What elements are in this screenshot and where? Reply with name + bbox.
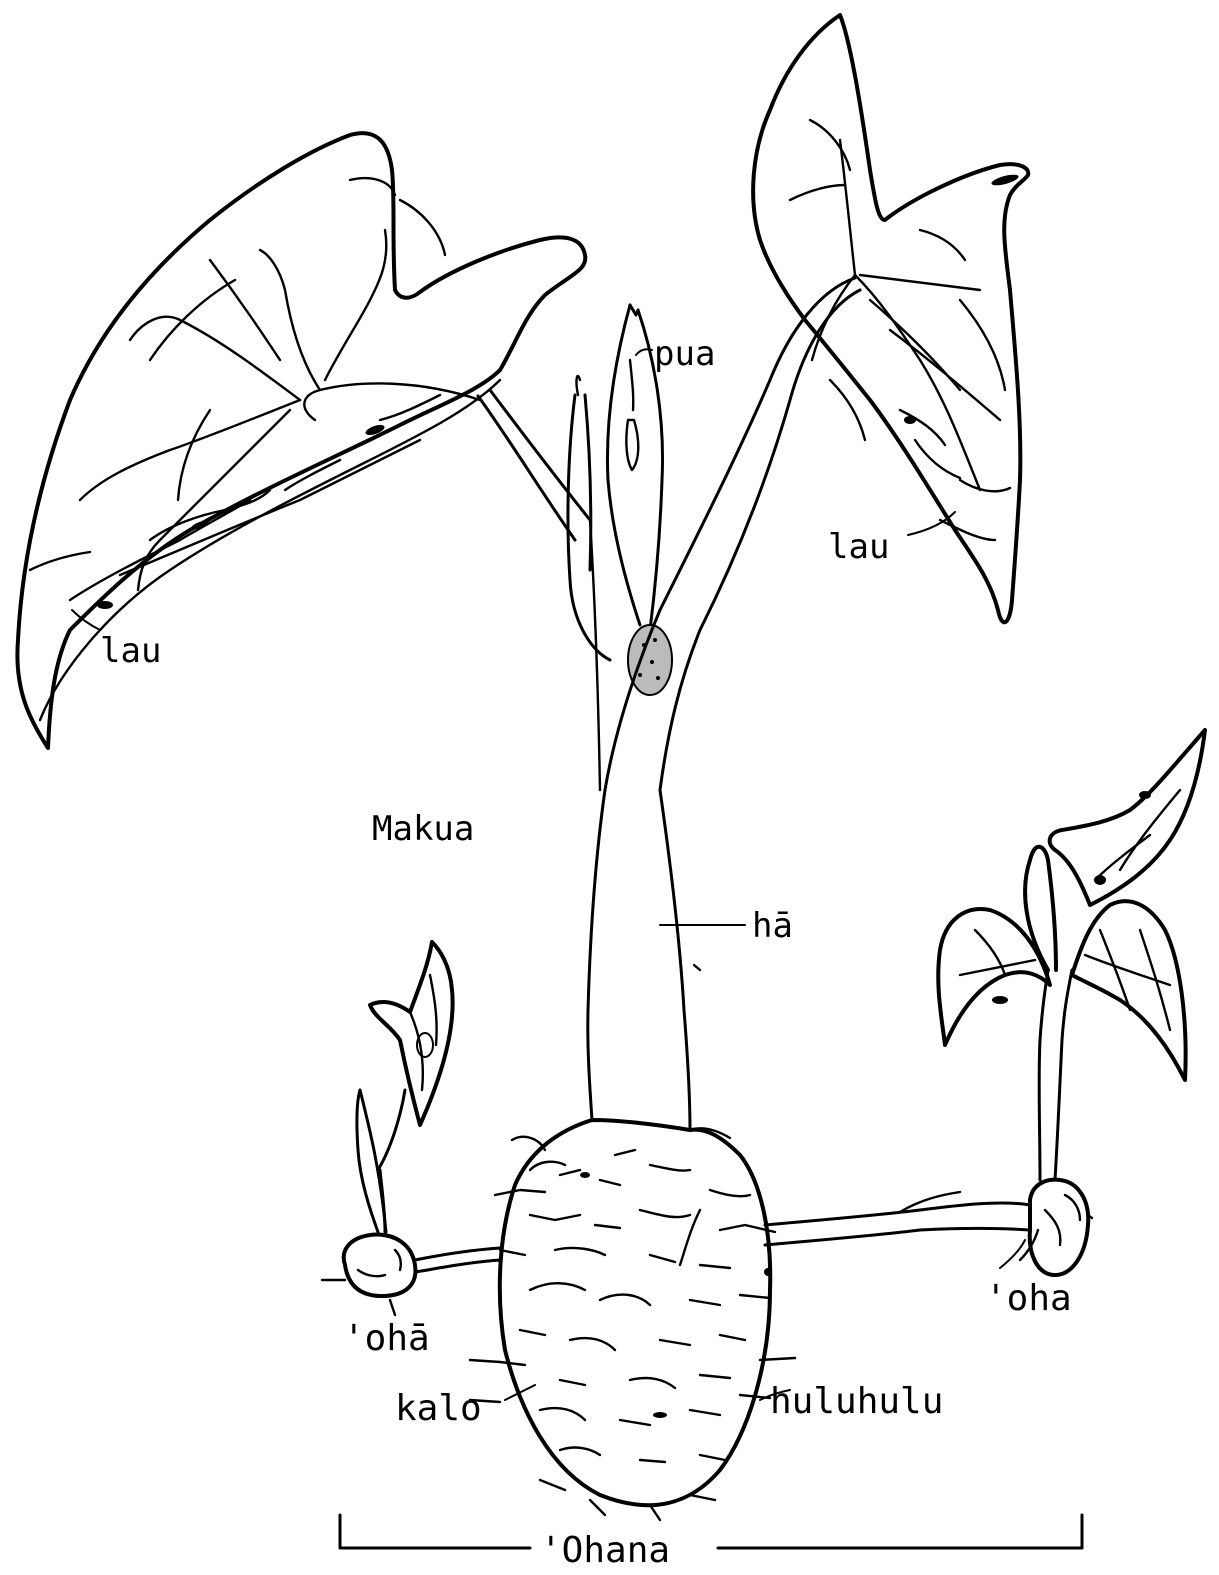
main-stalk-ha [588, 520, 700, 1130]
corm-kalo [500, 1120, 770, 1505]
label-ohana: 'Ohana [540, 1530, 670, 1571]
label-pua: pua [654, 334, 715, 374]
label-lau-right: lau [828, 527, 889, 567]
label-huluhulu: huluhulu [770, 1381, 943, 1422]
corm-hairs-huluhulu [470, 1128, 795, 1520]
right-leaf [753, 15, 1028, 622]
leader-lines [72, 349, 1025, 1400]
ohana-bracket [340, 1515, 1082, 1548]
label-ha: hā [752, 906, 793, 946]
label-lau-left: lau [100, 631, 161, 671]
label-makua: Makua [372, 809, 474, 849]
label-kalo: kalo [395, 1388, 482, 1429]
label-oha-left: 'ohā [343, 1318, 430, 1359]
right-offshoot-oha [765, 730, 1205, 1275]
right-leaf-stalk [605, 278, 860, 790]
label-oha-right: 'oha [985, 1278, 1072, 1319]
left-offshoot-oha [322, 942, 500, 1315]
